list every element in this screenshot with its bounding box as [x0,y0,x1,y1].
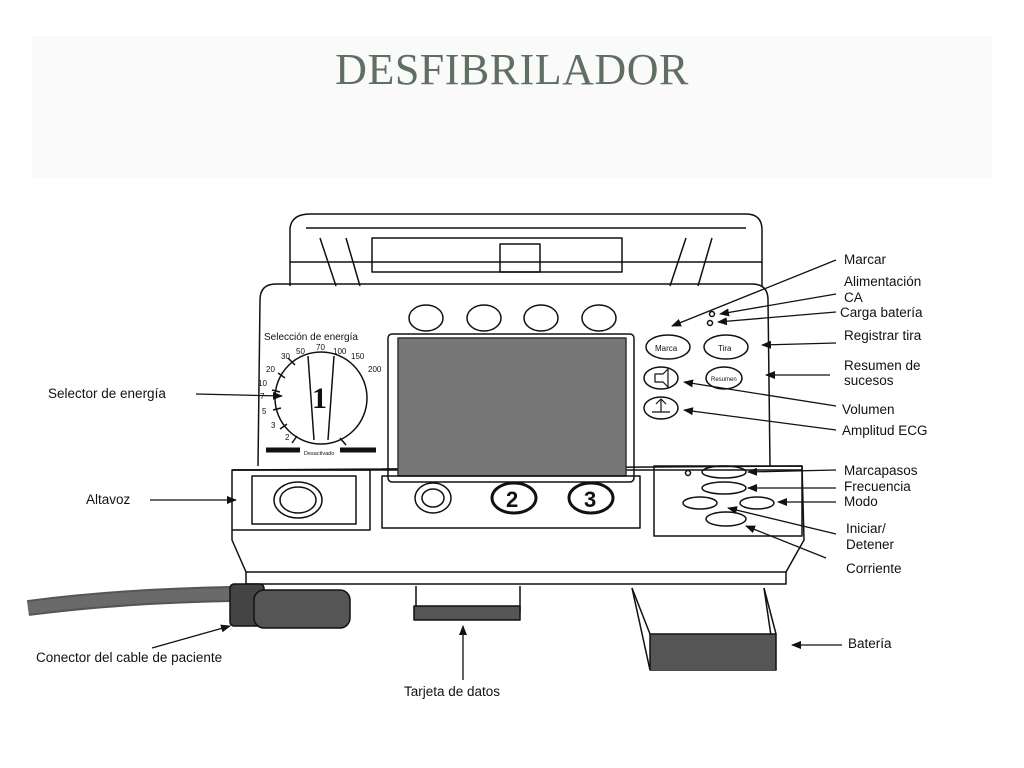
svg-text:100: 100 [333,347,347,356]
svg-text:30: 30 [281,352,290,361]
button-2 [490,481,538,515]
dial-value: 1 [312,382,327,415]
callout-arrows [150,259,842,680]
label-alimentacion-2: CA [844,290,863,305]
svg-text:20: 20 [266,365,275,374]
resumen-button-label: Resumen [711,377,737,383]
title-band [32,36,992,178]
label-modo: Modo [844,494,878,509]
dial-title: Selección de energía [264,332,358,343]
label-iniciar-2: Detener [846,537,895,552]
carry-handle [289,213,763,287]
label-alimentacion-1: Alimentación [844,274,921,289]
label-marcapasos: Marcapasos [844,463,918,478]
energy-scale: 2 3 5 7 10 20 30 50 70 100 150 200 [258,343,382,442]
display-screen [387,333,635,483]
button-3 [567,481,615,515]
label-tarjeta-datos: Tarjeta de datos [404,684,500,699]
page-title: DESFIBRILADOR [335,45,689,94]
svg-text:50: 50 [296,347,305,356]
svg-text:3: 3 [271,421,276,430]
svg-text:7: 7 [260,392,265,401]
label-altavoz: Altavoz [86,492,131,507]
label-frecuencia: Frecuencia [844,479,911,494]
label-registrar-tira: Registrar tira [844,328,922,343]
svg-text:70: 70 [316,343,325,352]
control-panel [643,310,749,420]
label-corriente: Corriente [846,561,902,576]
svg-text:150: 150 [351,352,365,361]
svg-text:10: 10 [258,379,267,388]
svg-text:200: 200 [368,365,382,374]
data-card [413,586,521,621]
tira-button-label: Tira [718,344,732,353]
label-bateria: Batería [848,636,892,651]
label-volumen: Volumen [842,402,895,417]
marca-button-label: Marca [655,344,678,353]
label-resumen-2: sucesos [844,373,894,388]
svg-text:2: 2 [285,433,290,442]
label-carga-bateria: Carga batería [840,305,923,320]
label-marcar: Marcar [844,252,887,267]
button-3-label: 3 [584,487,596,512]
soft-key-row [408,304,617,332]
pacing-panel [653,465,803,537]
battery [631,587,777,671]
label-selector-energia: Selector de energía [48,386,166,401]
label-amplitud-ecg: Amplitud ECG [842,423,928,438]
patient-cable [26,583,351,629]
speaker [232,469,371,531]
label-conector-cable: Conector del cable de paciente [36,650,222,665]
button-2-label: 2 [506,487,518,512]
dial-off-label: Desactivado [304,451,334,457]
svg-text:5: 5 [262,407,267,416]
label-iniciar-1: Iniciar/ [846,521,886,536]
label-resumen-1: Resumen de [844,358,921,373]
